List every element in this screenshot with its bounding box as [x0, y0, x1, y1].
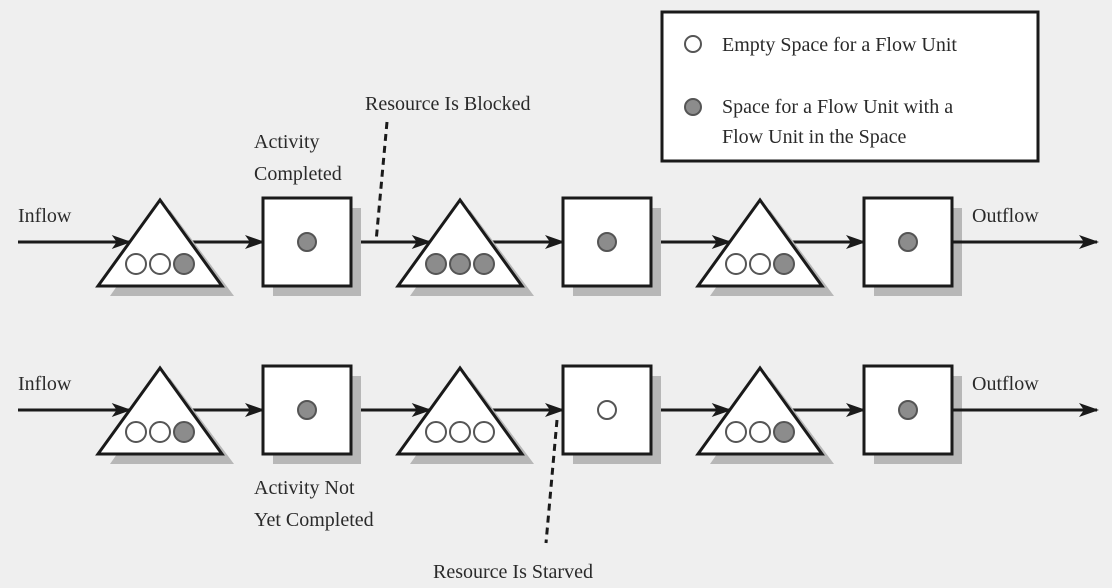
annotation-resource-starved-text: Resource Is Starved	[433, 561, 593, 583]
empty-unit-icon	[597, 400, 617, 420]
empty-unit-icon	[725, 253, 747, 275]
resource-box-shape	[862, 196, 954, 288]
inventory-buffer-triangle	[95, 365, 234, 464]
empty-unit-icon	[125, 253, 147, 275]
resource-activity-box	[261, 364, 361, 464]
resource-activity-box	[561, 364, 661, 464]
annotation-activity-not-completed-line1: Activity Not	[254, 477, 355, 499]
annotation-activity-completed: Activity Completed	[254, 131, 342, 185]
inventory-buffer-triangle	[95, 197, 234, 296]
inventory-buffer-triangle	[695, 365, 834, 464]
process-row-2: Inflow Outflow	[18, 364, 1099, 464]
legend-box	[660, 10, 1040, 163]
empty-unit-icon	[473, 421, 495, 443]
filled-unit-icon	[898, 232, 918, 252]
legend-empty-label: Empty Space for a Flow Unit	[722, 34, 957, 56]
filled-unit-icon	[773, 421, 795, 443]
filled-unit-icon	[173, 253, 195, 275]
filled-unit-icon	[684, 98, 702, 116]
annotation-resource-starved: Resource Is Starved	[433, 419, 593, 583]
annotation-activity-not-completed: Activity Not Yet Completed	[254, 477, 374, 531]
filled-unit-icon	[597, 232, 617, 252]
empty-unit-icon	[684, 35, 702, 53]
filled-unit-icon	[773, 253, 795, 275]
resource-box-shape	[261, 364, 353, 456]
resource-activity-box	[261, 196, 361, 296]
annotation-resource-blocked-text: Resource Is Blocked	[365, 93, 531, 115]
legend-filled-label-line1: Space for a Flow Unit with a	[722, 96, 953, 118]
filled-unit-icon	[173, 421, 195, 443]
filled-unit-icon	[449, 253, 471, 275]
resource-activity-box	[862, 196, 962, 296]
annotation-activity-completed-line2: Completed	[254, 163, 342, 185]
process-row-1: Inflow Outflow	[18, 196, 1099, 296]
filled-unit-icon	[425, 253, 447, 275]
empty-unit-icon	[149, 421, 171, 443]
empty-unit-icon	[749, 421, 771, 443]
inventory-buffer-triangle	[395, 365, 534, 464]
inflow-label: Inflow	[18, 205, 72, 227]
annotation-resource-blocked: Resource Is Blocked	[365, 93, 531, 243]
outflow-label: Outflow	[972, 205, 1039, 227]
annotation-activity-not-completed-line2: Yet Completed	[254, 509, 374, 531]
legend-filled-label-line2: Flow Unit in the Space	[722, 126, 907, 148]
starved-pointer-dashed-line	[544, 419, 559, 544]
empty-unit-icon	[449, 421, 471, 443]
annotation-activity-completed-line1: Activity	[254, 131, 320, 153]
legend: Empty Space for a Flow Unit Space for a …	[660, 10, 1040, 163]
empty-unit-icon	[125, 421, 147, 443]
filled-unit-icon	[297, 232, 317, 252]
empty-unit-icon	[725, 421, 747, 443]
empty-unit-icon	[749, 253, 771, 275]
filled-unit-icon	[473, 253, 495, 275]
inflow-label: Inflow	[18, 373, 72, 395]
outflow-label: Outflow	[972, 373, 1039, 395]
resource-activity-box	[862, 364, 962, 464]
inventory-buffer-triangle	[395, 197, 534, 296]
resource-activity-box	[561, 196, 661, 296]
blocked-pointer-dashed-line	[374, 121, 389, 243]
filled-unit-icon	[297, 400, 317, 420]
empty-unit-icon	[149, 253, 171, 275]
filled-unit-icon	[898, 400, 918, 420]
inventory-buffer-triangle	[695, 197, 834, 296]
empty-unit-icon	[425, 421, 447, 443]
